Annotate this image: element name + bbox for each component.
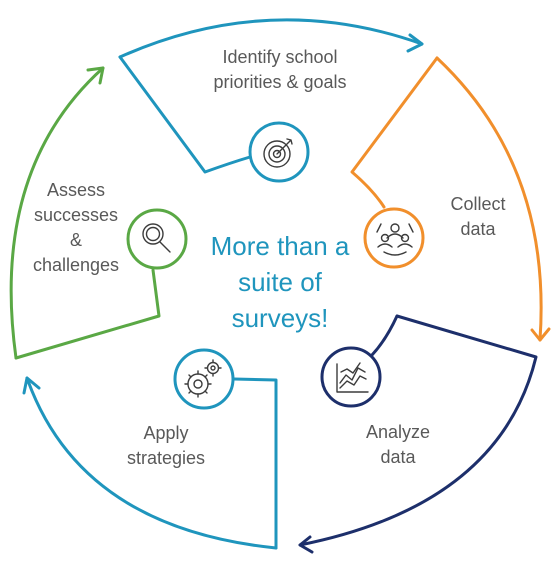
stage-label-collect: Collect data [450, 194, 506, 239]
magnifier-icon [126, 208, 188, 270]
target-icon [248, 121, 310, 183]
segment-identify [118, 18, 424, 174]
stage-label-identify: Identify school priorities & goals [213, 47, 347, 92]
center-text: More than a suite of surveys! [210, 231, 350, 333]
stage-label-analyze: Analyze data [365, 422, 431, 467]
segment-assess [9, 66, 161, 360]
gears-icon [173, 348, 235, 410]
line-chart-icon [320, 346, 382, 408]
stage-label-apply: Apply strategies [126, 423, 206, 468]
segment-collect [350, 56, 551, 342]
stage-label-assess: Assess successes & challenges [32, 180, 120, 275]
segment-apply [22, 376, 278, 550]
segment-analyze [298, 314, 538, 554]
people-network-icon [363, 207, 425, 269]
